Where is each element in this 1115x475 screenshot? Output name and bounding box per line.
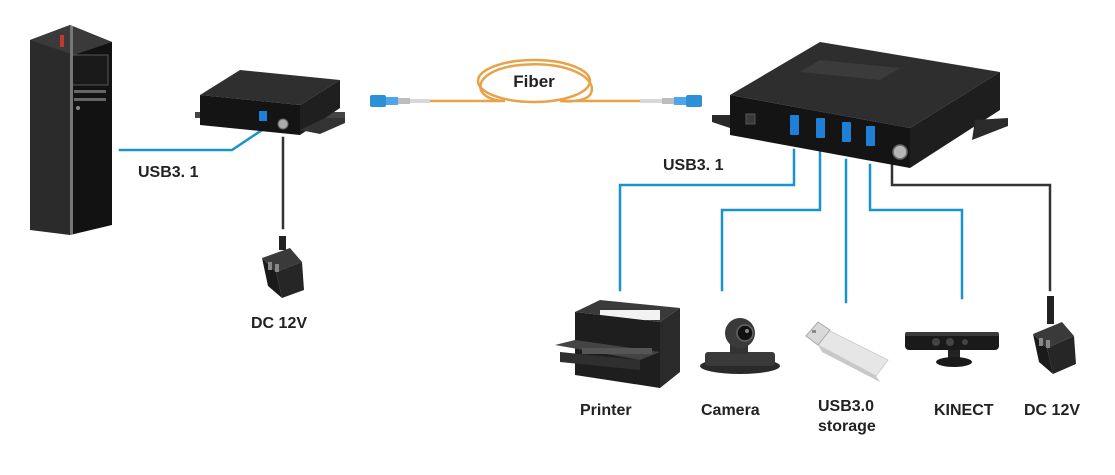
power-adapter-icon [262, 236, 304, 298]
conference-camera-icon [700, 318, 780, 374]
dc-jack-icon [277, 118, 289, 130]
fiber-connector-left [370, 95, 430, 107]
fiber-coil [476, 58, 592, 104]
power-cable-receiver [890, 163, 1052, 292]
usb-port-icon [259, 111, 267, 121]
usb-port-1-icon [790, 115, 799, 135]
storage-label-line1: USB3.0 [818, 398, 874, 415]
fiber-label: Fiber [513, 72, 555, 91]
power-adapter-icon [1033, 296, 1076, 374]
storage-label-line2: storage [818, 418, 876, 435]
printer-label: Printer [580, 402, 632, 419]
usb-port-4-icon [866, 126, 875, 146]
usb-port-2-icon [816, 118, 825, 138]
desktop-tower-icon [30, 25, 112, 235]
usb-left-label: USB3. 1 [138, 164, 199, 181]
usb-cable-printer [618, 148, 796, 292]
usb-cable-kinect [868, 163, 964, 300]
usb-cable-pc-to-transmitter [118, 128, 264, 152]
usb-right-label: USB3. 1 [663, 157, 724, 174]
dc-jack-icon [892, 144, 908, 160]
usb-flash-drive-icon [805, 321, 889, 382]
kinect-sensor-icon [905, 332, 999, 367]
usb-port-3-icon [842, 122, 851, 142]
extender-receiver-icon [712, 42, 1008, 168]
cables [118, 128, 1052, 304]
extender-transmitter-icon [195, 70, 345, 135]
labels: USB3. 1 USB3. 1 DC 12V Printer Camera US… [138, 157, 1080, 435]
fiber-link: Fiber [370, 58, 702, 107]
dc-left-label: DC 12V [251, 315, 307, 332]
dc-right-label: DC 12V [1024, 402, 1080, 419]
fiber-connector-right [640, 95, 702, 107]
kinect-label: KINECT [934, 402, 994, 419]
camera-label: Camera [701, 402, 760, 419]
printer-icon [555, 300, 680, 388]
usb-cable-camera [720, 148, 822, 292]
